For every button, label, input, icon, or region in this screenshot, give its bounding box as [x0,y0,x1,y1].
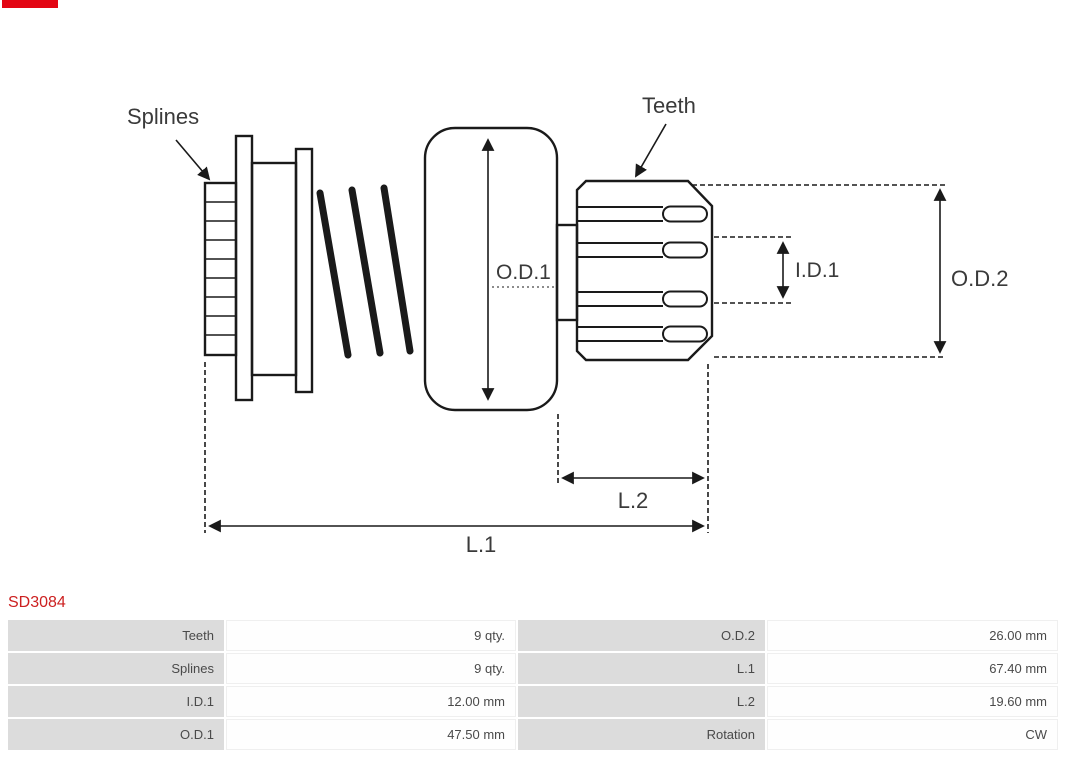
spec-value: 12.00 mm [226,686,516,717]
pinion-outline [575,179,714,362]
spec-label: Teeth [8,620,224,651]
teeth-pointer-arrow [635,123,667,178]
spec-value: 9 qty. [226,620,516,651]
spec-label: Rotation [518,719,765,750]
spec-label: L.1 [518,653,765,684]
spec-value: 26.00 mm [767,620,1058,651]
l2-label: L.2 [618,488,649,513]
spec-value: 19.60 mm [767,686,1058,717]
spring [316,184,414,359]
part-number: SD3084 [8,594,66,611]
extension-lines [204,184,945,533]
id1-label: I.D.1 [795,259,839,282]
specs-table: Teeth 9 qty. O.D.2 26.00 mm Splines 9 qt… [8,620,1058,750]
od1-label: O.D.1 [496,261,551,284]
spec-label: O.D.1 [8,719,224,750]
neck [555,223,579,322]
spec-label: L.2 [518,686,765,717]
splines-pointer-arrow [175,139,211,181]
brand-logo [2,0,58,8]
flange-disc-right [294,147,314,394]
spec-value: CW [767,719,1058,750]
splines-label: Splines [127,104,199,129]
pinion-teeth [578,205,708,343]
flange-disc-left [234,134,254,402]
spec-value: 67.40 mm [767,653,1058,684]
hub [250,161,298,377]
part-technical-drawing: Splines Teeth O.D.1 I.D.1 O.D.2 L.2 L.1 [127,93,1008,557]
l1-label: L.1 [466,532,497,557]
diagram-labels: Splines Teeth O.D.1 I.D.1 O.D.2 L.2 L.1 [127,93,1008,557]
dimension-arrows [175,123,947,533]
bendix-drive-shapes [203,126,714,412]
spec-value: 47.50 mm [226,719,516,750]
spec-label: O.D.2 [518,620,765,651]
spec-value: 9 qty. [226,653,516,684]
splined-shaft [203,181,238,357]
spec-label: Splines [8,653,224,684]
spec-label: I.D.1 [8,686,224,717]
teeth-label: Teeth [642,93,696,118]
od2-label: O.D.2 [951,266,1008,291]
